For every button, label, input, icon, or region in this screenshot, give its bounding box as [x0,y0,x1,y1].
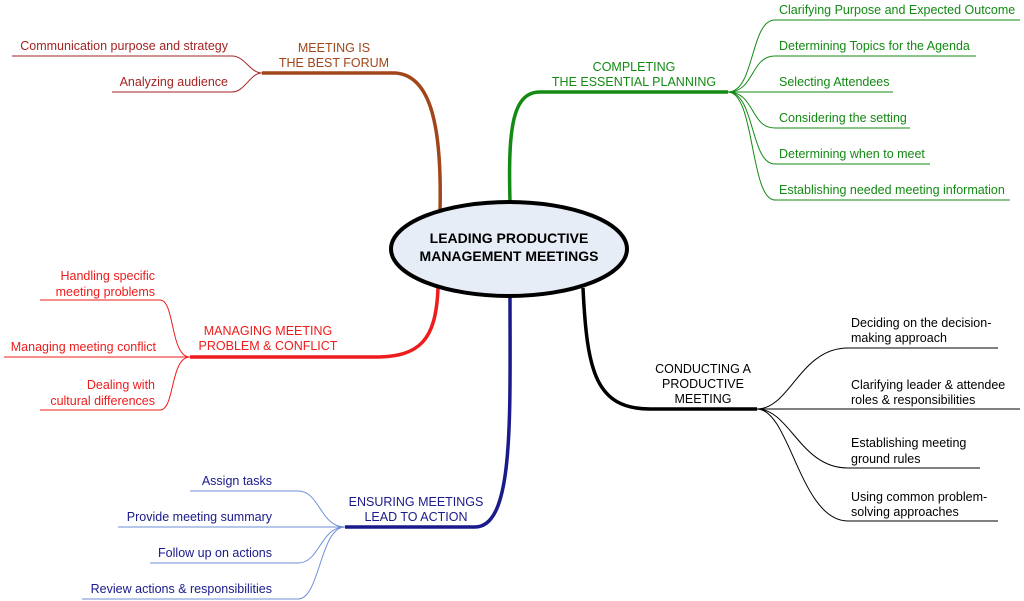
conducting-leaf-line: solving approaches [851,505,959,519]
conducting-leaf-line: Clarifying leader & attendee [851,378,1005,392]
forum-leaf-lines [12,55,263,93]
action-leaf: Provide meeting summary [127,510,273,524]
conflict-title-line1: MANAGING MEETING [204,324,332,338]
forum-leaf: Analyzing audience [120,75,228,89]
conflict-leaf-line: Dealing with [87,378,155,392]
conducting-title-line1: CONDUCTING A [655,362,752,376]
planning-leaf: Establishing needed meeting information [779,183,1005,197]
conducting-title-line3: MEETING [675,392,732,406]
planning-title-line1: COMPLETING [593,60,676,74]
conducting-title-line2: PRODUCTIVE [662,377,744,391]
action-leaf: Review actions & responsibilities [91,582,272,596]
action-title-line1: ENSURING MEETINGS [349,495,484,509]
planning-leaf-lines [727,19,1020,201]
planning-leaf: Determining Topics for the Agenda [779,39,970,53]
action-main-branch [345,295,512,529]
action-leaf-lines [82,490,346,600]
conducting-leaf-line: Establishing meeting [851,436,966,450]
forum-leaf: Communication purpose and strategy [20,39,229,53]
conducting-leaf-line: ground rules [851,452,921,466]
conflict-leaf-lines [4,299,191,411]
forum-main-branch [262,71,442,213]
planning-leaf: Clarifying Purpose and Expected Outcome [779,3,1015,17]
conducting-main-branch [581,287,757,411]
conducting-leaf-line: making approach [851,331,947,345]
conflict-leaf-line: Managing meeting conflict [11,340,157,354]
conflict-leaf-line: Handling specific [61,269,156,283]
conflict-title-line2: PROBLEM & CONFLICT [199,339,338,353]
planning-leaf: Selecting Attendees [779,75,890,89]
action-leaf: Assign tasks [202,474,272,488]
planning-leaf: Considering the setting [779,111,907,125]
action-title-line2: LEAD TO ACTION [364,510,467,524]
conducting-leaf-line: Deciding on the decision- [851,316,991,330]
planning-title-line2: THE ESSENTIAL PLANNING [552,75,716,89]
center-node [389,200,629,298]
forum-title-line2: THE BEST FORUM [279,56,389,70]
planning-main-branch [507,90,728,203]
conducting-leaf-line: roles & responsibilities [851,393,975,407]
conflict-leaf-line: cultural differences [50,394,155,408]
planning-leaf: Determining when to meet [779,147,925,161]
center-title-line2: MANAGEMENT MEETINGS [420,248,599,264]
conducting-leaf-line: Using common problem- [851,490,987,504]
conducting-leaf-lines [756,347,1020,522]
conflict-leaf-line: meeting problems [56,285,155,299]
forum-title-line1: MEETING IS [298,41,370,55]
conflict-main-branch [190,287,440,359]
center-title-line1: LEADING PRODUCTIVE [430,230,589,246]
action-leaf: Follow up on actions [158,546,272,560]
